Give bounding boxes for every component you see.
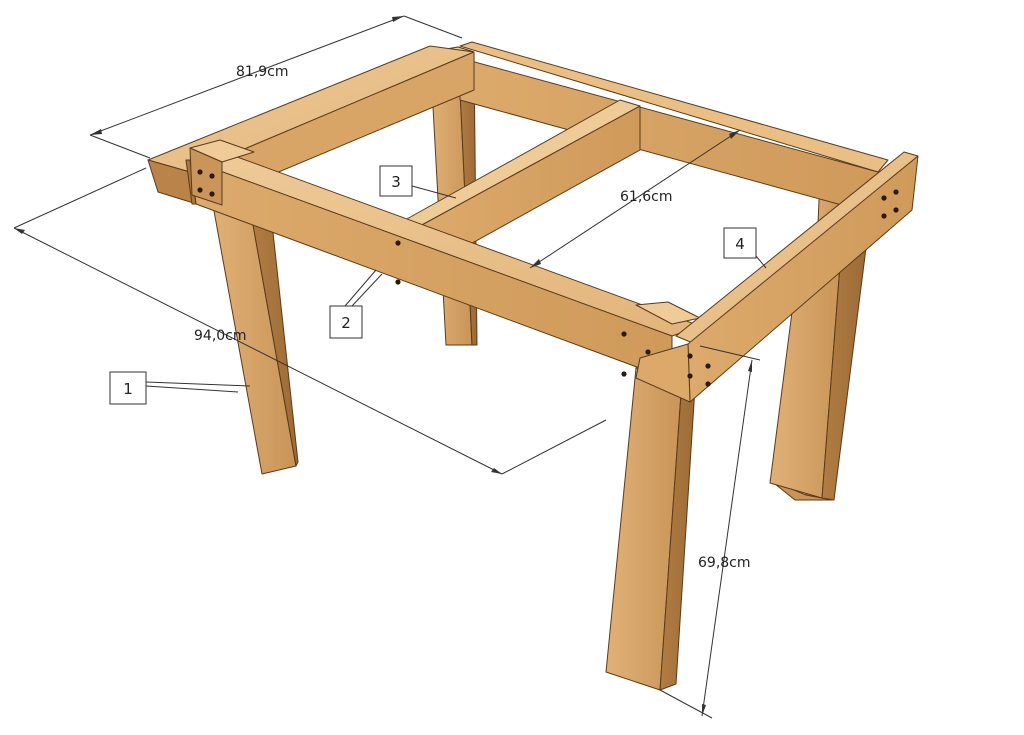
callout-4-label: 4	[735, 235, 745, 253]
length-dimension: 94,0cm	[13, 167, 607, 475]
callout-3-label: 3	[391, 173, 401, 191]
width-label: 81,9cm	[236, 64, 289, 80]
callout-1: 1	[109, 371, 251, 405]
inner-width-dimension: 61,6cm	[529, 129, 741, 269]
width-dimension: 81,9cm	[89, 15, 463, 159]
length-label: 94,0cm	[194, 328, 247, 344]
callout-1-label: 1	[123, 380, 133, 398]
height-label: 69,8cm	[698, 555, 751, 571]
right-side-apron	[635, 151, 919, 403]
callout-2-label: 2	[341, 314, 351, 332]
callout-3: 3	[379, 165, 457, 199]
height-dimension: 69,8cm	[659, 345, 761, 719]
callout-4: 4	[723, 227, 767, 269]
inner-width-label: 61,6cm	[620, 189, 673, 205]
front-right-leg	[605, 359, 697, 691]
screw-holes	[197, 169, 899, 387]
callout-2: 2	[329, 269, 383, 339]
